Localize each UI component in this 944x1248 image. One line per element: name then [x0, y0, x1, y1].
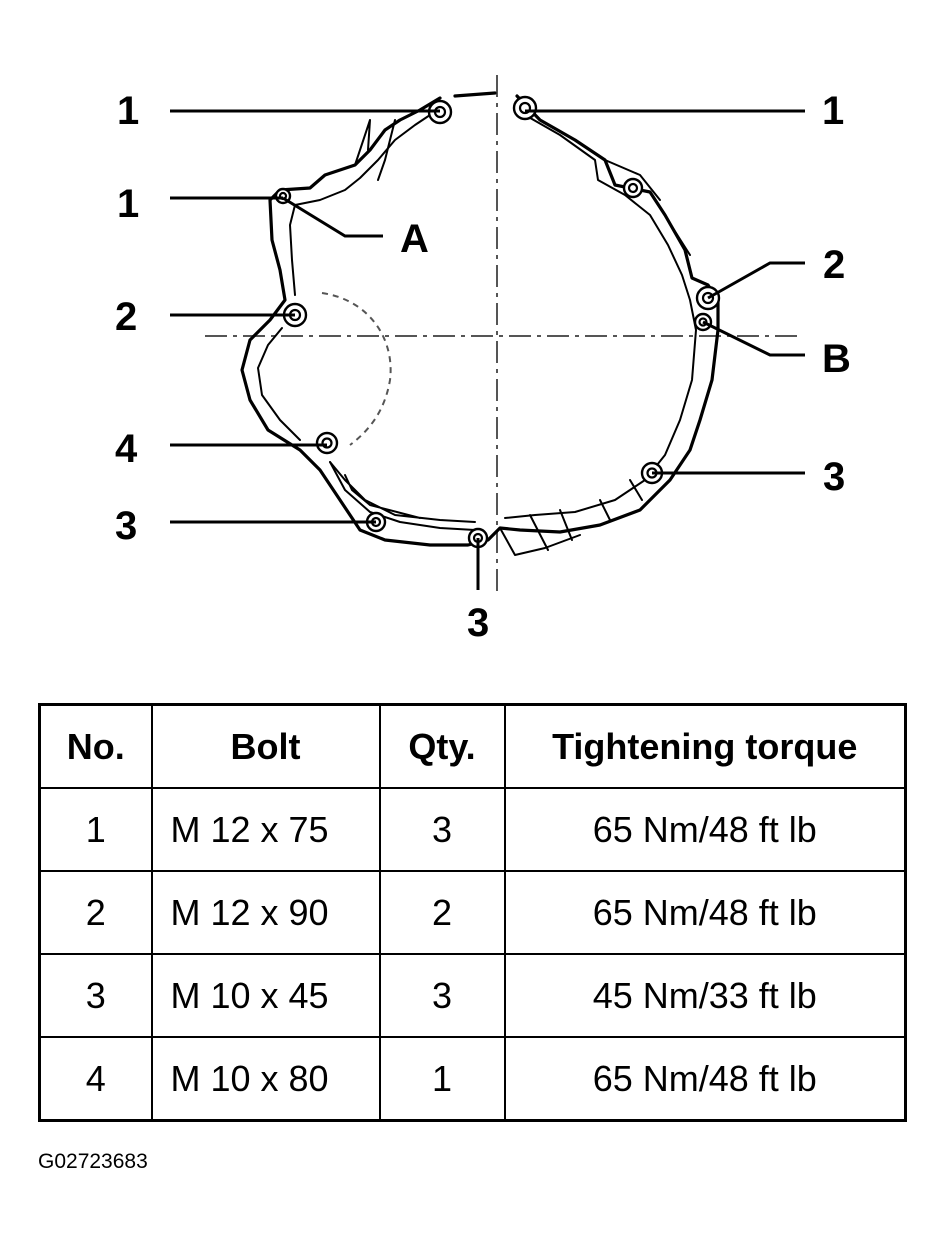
cell-torque: 65 Nm/48 ft lb	[503, 1036, 907, 1122]
bolt-boss-lower-left-4	[315, 431, 339, 455]
cell-qty: 3	[378, 787, 506, 872]
callout-b: B	[822, 337, 851, 381]
header-qty: Qty.	[378, 703, 506, 789]
header-torque: Tightening torque	[503, 703, 907, 789]
starter-outline	[321, 292, 392, 446]
housing-flange-detail	[329, 119, 691, 556]
cell-bolt: M 12 x 90	[150, 870, 381, 955]
cell-bolt: M 12 x 75	[150, 787, 381, 872]
callout-top-left: 1	[117, 89, 139, 133]
cell-no: 2	[38, 870, 153, 955]
table-row: 2 M 12 x 90 2 65 Nm/48 ft lb	[38, 870, 907, 955]
cell-qty: 3	[378, 953, 506, 1038]
header-bolt: Bolt	[150, 703, 381, 789]
cell-torque: 65 Nm/48 ft lb	[503, 787, 907, 872]
cell-torque: 65 Nm/48 ft lb	[503, 870, 907, 955]
bolt-torque-table: No. Bolt Qty. Tightening torque 1 M 12 x…	[38, 703, 907, 1122]
callout-right-upper: 2	[823, 243, 845, 287]
bolt-boss-top-right	[512, 95, 538, 121]
table-header-row: No. Bolt Qty. Tightening torque	[38, 703, 907, 789]
table-row: 3 M 10 x 45 3 45 Nm/33 ft lb	[38, 953, 907, 1038]
callout-a: A	[400, 217, 429, 261]
housing-inner-contour	[257, 114, 697, 531]
table-row: 4 M 10 x 80 1 65 Nm/48 ft lb	[38, 1036, 907, 1122]
leader-b	[702, 320, 805, 357]
callout-bottom: 3	[467, 601, 489, 645]
leader-right-upper	[707, 261, 805, 300]
callout-top-right: 1	[822, 89, 844, 133]
cell-torque: 45 Nm/33 ft lb	[503, 953, 907, 1038]
cell-no: 3	[38, 953, 153, 1038]
callout-lower-left-4: 4	[115, 427, 138, 471]
cell-bolt: M 10 x 45	[150, 953, 381, 1038]
table-row: 1 M 12 x 75 3 65 Nm/48 ft lb	[38, 787, 907, 872]
cell-no: 1	[38, 787, 153, 872]
bolt-boss-right-upper-middle	[622, 177, 644, 199]
figure-id: G02723683	[38, 1150, 148, 1173]
callout-upper-left: 1	[117, 182, 139, 226]
cell-qty: 1	[378, 1036, 506, 1122]
housing-outer-contour	[240, 91, 720, 547]
bellhousing-bolt-diagram: 1 1 1 A 2 2 B 4 3 3 3	[115, 75, 851, 645]
cell-qty: 2	[378, 870, 506, 955]
cell-bolt: M 10 x 80	[150, 1036, 381, 1122]
header-no: No.	[38, 703, 153, 789]
cell-no: 4	[38, 1036, 153, 1122]
callout-mid-left: 2	[115, 295, 137, 339]
leader-a	[282, 196, 383, 238]
callout-right-lower: 3	[823, 455, 845, 499]
callout-lower-left-3: 3	[115, 504, 137, 548]
